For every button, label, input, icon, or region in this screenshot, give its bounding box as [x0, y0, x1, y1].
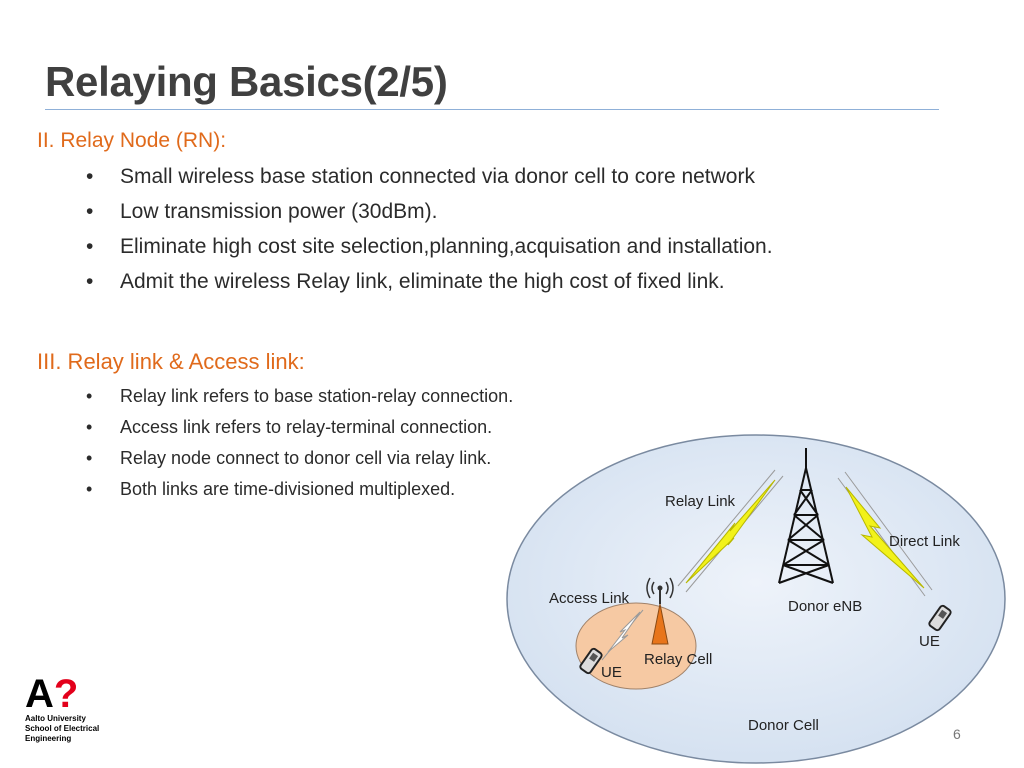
- logo-text-line: Engineering: [25, 734, 72, 743]
- ue-left-label: UE: [601, 664, 622, 681]
- section-heading-relay-node: II. Relay Node (RN):: [37, 129, 227, 152]
- bullet-item: Admit the wireless Relay link, eliminate…: [86, 268, 773, 303]
- donor-enb-tower-icon: [778, 448, 834, 584]
- bullet-item: Relay link refers to base station-relay …: [86, 384, 513, 415]
- relay-link-lightning-icon: [685, 479, 776, 584]
- relay-cell-label: Relay Cell: [644, 651, 712, 668]
- aalto-logo: A? Aalto University School of Electrical…: [25, 674, 125, 744]
- logo-mark-a: A: [25, 672, 54, 716]
- relay-node-bullet-list: Small wireless base station connected vi…: [86, 163, 773, 303]
- access-link-lightning-icon: [607, 611, 641, 653]
- relay-link-label: Relay Link: [665, 493, 736, 510]
- section-heading-relay-link: III. Relay link & Access link:: [37, 349, 305, 374]
- direct-link-lightning-icon: [845, 486, 925, 589]
- logo-text-line: Aalto University: [25, 714, 86, 723]
- relay-cell-area: [575, 602, 697, 690]
- relay-link-bullet-list: Relay link refers to base station-relay …: [86, 384, 513, 508]
- bullet-item: Eliminate high cost site selection,plann…: [86, 233, 773, 268]
- ue-right-phone-icon: [928, 604, 952, 632]
- logo-mark-q: ?: [53, 672, 79, 716]
- logo-mark: A?: [25, 674, 125, 714]
- logo-text-line: School of Electrical: [25, 724, 100, 733]
- donor-cell-label: Donor Cell: [748, 717, 819, 734]
- bullet-item: Both links are time-divisioned multiplex…: [86, 477, 513, 508]
- direct-link-label: Direct Link: [889, 533, 960, 550]
- title-divider: [45, 109, 939, 110]
- bullet-item: Low transmission power (30dBm).: [86, 198, 773, 233]
- donor-enb-label: Donor eNB: [788, 598, 862, 615]
- page-number: 6: [953, 726, 961, 742]
- bullet-item: Access link refers to relay-terminal con…: [86, 415, 513, 446]
- ue-right-label: UE: [919, 633, 940, 650]
- relay-node-antenna-icon: [646, 577, 674, 645]
- access-link-label: Access Link: [549, 590, 630, 607]
- ue-left-phone-icon: [579, 647, 603, 675]
- bullet-item: Relay node connect to donor cell via rel…: [86, 446, 513, 477]
- slide-title: Relaying Basics(2/5): [45, 58, 448, 105]
- bullet-item: Small wireless base station connected vi…: [86, 163, 773, 198]
